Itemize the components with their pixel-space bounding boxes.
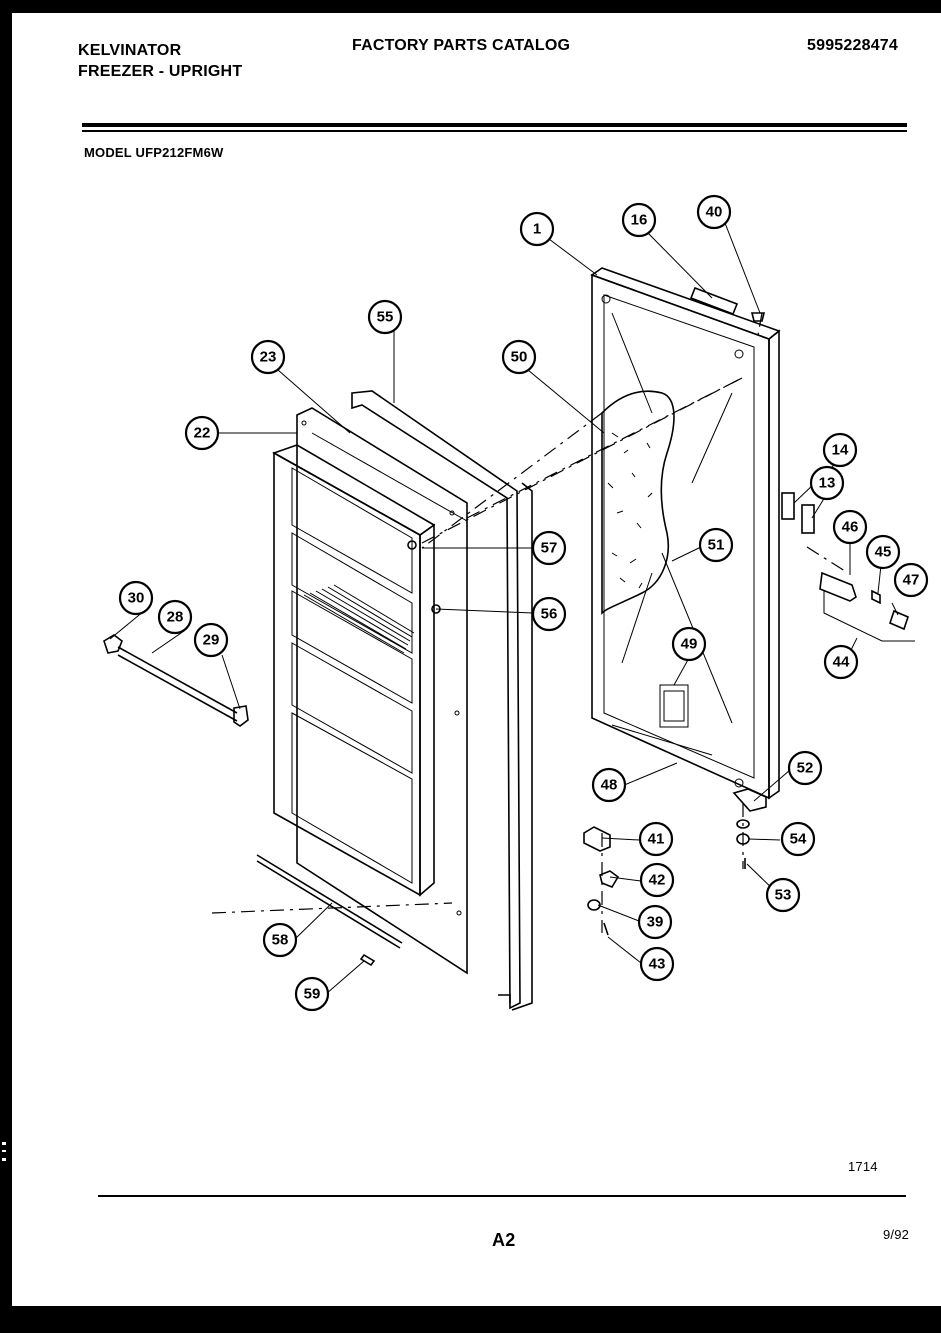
brand-block: KELVINATOR FREEZER - UPRIGHT xyxy=(78,40,242,82)
callout-14: 14 xyxy=(822,432,858,468)
svg-text:59: 59 xyxy=(304,986,321,1003)
svg-text:1: 1 xyxy=(533,221,541,238)
assembly-guide-lines xyxy=(211,312,849,933)
callout-50: 50 xyxy=(501,339,537,375)
svg-text:54: 54 xyxy=(790,831,807,848)
insulation-foam xyxy=(601,390,675,615)
figure-number: 1714 xyxy=(848,1159,878,1174)
part-number: 5995228474 xyxy=(807,37,898,54)
svg-text:53: 53 xyxy=(775,887,792,904)
svg-text:44: 44 xyxy=(833,654,850,671)
svg-text:55: 55 xyxy=(377,309,394,326)
door-bottom-rod xyxy=(256,854,403,967)
svg-text:43: 43 xyxy=(649,956,666,973)
svg-text:29: 29 xyxy=(203,632,220,649)
callout-54: 54 xyxy=(780,821,816,857)
product-type: FREEZER - UPRIGHT xyxy=(78,63,243,80)
svg-text:56: 56 xyxy=(541,606,558,623)
callout-48: 48 xyxy=(591,767,627,803)
callout-1: 1 xyxy=(519,211,555,247)
svg-text:16: 16 xyxy=(631,212,648,229)
svg-text:48: 48 xyxy=(601,777,618,794)
catalog-title: FACTORY PARTS CATALOG xyxy=(352,37,571,54)
door-panel-outer xyxy=(590,267,781,800)
callout-55: 55 xyxy=(367,299,403,335)
hinge-hardware xyxy=(583,788,767,936)
header-rule-thick xyxy=(82,123,907,127)
callout-57: 57 xyxy=(531,530,567,566)
svg-text:45: 45 xyxy=(875,544,892,561)
svg-text:28: 28 xyxy=(167,609,184,626)
svg-text:51: 51 xyxy=(708,537,725,554)
model-number: MODEL UFP212FM6W xyxy=(84,145,224,160)
callout-59: 59 xyxy=(294,976,330,1012)
svg-text:23: 23 xyxy=(260,349,277,366)
svg-text:22: 22 xyxy=(194,425,211,442)
page-label: A2 xyxy=(492,1230,516,1250)
inner-door-liner xyxy=(272,407,468,975)
callout-43: 43 xyxy=(639,946,675,982)
callout-30: 30 xyxy=(118,580,154,616)
callout-29: 29 xyxy=(193,622,229,658)
callout-44: 44 xyxy=(823,644,859,680)
callout-28: 28 xyxy=(157,599,193,635)
callout-13: 13 xyxy=(809,465,845,501)
svg-text:39: 39 xyxy=(647,914,664,931)
exploded-parts-diagram: 1 16 40 55 23 50 22 14 13 46 45 47 57 51… xyxy=(103,194,929,1012)
callout-51: 51 xyxy=(698,527,734,563)
callout-53: 53 xyxy=(765,877,801,913)
door-gasket xyxy=(351,390,533,1011)
latch-hardware xyxy=(781,492,915,642)
svg-text:13: 13 xyxy=(819,475,836,492)
svg-text:46: 46 xyxy=(842,519,859,536)
callout-47: 47 xyxy=(893,562,929,598)
svg-text:52: 52 xyxy=(797,760,814,777)
callout-45: 45 xyxy=(865,534,901,570)
svg-text:50: 50 xyxy=(511,349,528,366)
header-rule-thin xyxy=(82,130,907,132)
callout-40: 40 xyxy=(696,194,732,230)
callout-52: 52 xyxy=(787,750,823,786)
svg-text:14: 14 xyxy=(832,442,849,459)
revision-date: 9/92 xyxy=(883,1227,910,1242)
callout-23: 23 xyxy=(250,339,286,375)
callout-42: 42 xyxy=(639,862,675,898)
callout-22: 22 xyxy=(184,415,220,451)
catalog-sheet: KELVINATOR FREEZER - UPRIGHT FACTORY PAR… xyxy=(12,13,941,1306)
svg-text:41: 41 xyxy=(648,831,665,848)
callout-16: 16 xyxy=(621,202,657,238)
shelf-retainer-bar xyxy=(103,634,249,727)
svg-text:42: 42 xyxy=(649,872,666,889)
svg-text:57: 57 xyxy=(541,540,558,557)
callout-49: 49 xyxy=(671,626,707,662)
footer-rule xyxy=(98,1195,906,1197)
svg-text:30: 30 xyxy=(128,590,145,607)
scan-edge-marks xyxy=(0,1140,8,1290)
callout-58: 58 xyxy=(262,922,298,958)
svg-text:58: 58 xyxy=(272,932,289,949)
svg-text:49: 49 xyxy=(681,636,698,653)
callout-41: 41 xyxy=(638,821,674,857)
brand-name: KELVINATOR xyxy=(78,42,182,59)
callout-56: 56 xyxy=(531,596,567,632)
svg-text:40: 40 xyxy=(706,204,723,221)
callout-39: 39 xyxy=(637,904,673,940)
callout-46: 46 xyxy=(832,509,868,545)
small-fasteners xyxy=(407,286,766,614)
svg-text:47: 47 xyxy=(903,572,920,589)
